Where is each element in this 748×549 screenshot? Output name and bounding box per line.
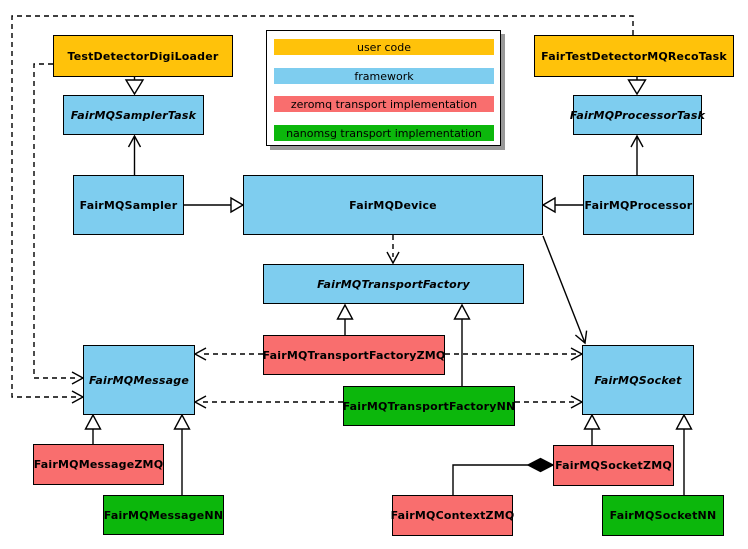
class-box-fairmqsocketnn: FairMQSocketNN	[602, 495, 724, 536]
legend-label-zeromq: zeromq transport implementation	[290, 97, 478, 111]
inheritance-edge-sampler-to-device	[184, 196, 245, 214]
class-label-fairmqsocket: FairMQSocket	[594, 373, 682, 387]
association-edge-sampler-to-samplertask	[127, 134, 142, 175]
class-box-fairmqtransportfactoryzmq: FairMQTransportFactoryZMQ	[263, 335, 445, 375]
class-box-fairmqmessagezmq: FairMQMessageZMQ	[33, 444, 164, 485]
dependency-edge-factoryzmq-to-socket	[445, 347, 584, 361]
class-label-fairmqdevice: FairMQDevice	[349, 198, 437, 212]
class-label-fairmqtransportfactory: FairMQTransportFactory	[317, 277, 470, 291]
dependency-edge-factorynn-to-message	[193, 395, 343, 409]
class-label-fairmqsamplertask: FairMQSamplerTask	[70, 108, 197, 122]
class-box-fairmqsocketzmq: FairMQSocketZMQ	[553, 445, 674, 486]
legend-label-framework: framework	[354, 69, 414, 83]
inheritance-edge-messagezmq-to-message	[84, 413, 102, 444]
dependency-edge-device-to-transportfactory	[386, 235, 400, 265]
class-label-fairmqsocketzmq: FairMQSocketZMQ	[555, 459, 672, 472]
legend-item-user-code: user code	[274, 39, 494, 55]
dependency-edge-factoryzmq-to-message	[193, 347, 263, 361]
legend-item-framework: framework	[274, 68, 494, 84]
class-label-fairmqtransportfactorynn: FairMQTransportFactoryNN	[342, 399, 516, 413]
inheritance-edge-digiloader-to-samplertask	[124, 77, 145, 96]
inheritance-edge-recotask-to-processortask	[627, 77, 647, 96]
class-label-fairmqsampler: FairMQSampler	[79, 198, 178, 212]
class-box-fairmqmessagenn: FairMQMessageNN	[103, 495, 224, 535]
inheritance-edge-factorynn-to-factory	[453, 303, 471, 386]
association-edge-device-to-socket	[542, 235, 588, 345]
association-edge-processor-to-processortask	[630, 134, 644, 175]
class-box-fairmqsampler: FairMQSampler	[73, 175, 184, 235]
class-box-fairmqmessage: FairMQMessage	[83, 345, 195, 415]
legend-item-nanomsg: nanomsg transport implementation	[274, 125, 494, 141]
class-box-fairtestdetectormqrecotask: FairTestDetectorMQRecoTask	[534, 35, 734, 77]
composition-edge-socketzmq-to-contextzmq	[452, 457, 555, 495]
class-label-fairmqprocessortask: FairMQProcessorTask	[569, 108, 706, 122]
class-box-testdetectordigiloader: TestDetectorDigiLoader	[53, 35, 233, 77]
legend-box: user code framework zeromq transport imp…	[266, 30, 501, 146]
class-box-fairmqtransportfactorynn: FairMQTransportFactoryNN	[343, 386, 515, 426]
class-box-fairmqprocessortask: FairMQProcessorTask	[569, 95, 706, 135]
class-label-fairtestdetectormqrecotask: FairTestDetectorMQRecoTask	[541, 49, 727, 63]
class-box-fairmqcontextzmq: FairMQContextZMQ	[390, 495, 515, 536]
class-label-fairmqtransportfactoryzmq: FairMQTransportFactoryZMQ	[262, 348, 446, 362]
inheritance-edge-factoryzmq-to-factory	[336, 303, 354, 335]
class-box-fairmqtransportfactory: FairMQTransportFactory	[263, 264, 524, 304]
class-label-fairmqmessagezmq: FairMQMessageZMQ	[33, 458, 164, 471]
class-label-fairmqprocessor: FairMQProcessor	[584, 198, 693, 212]
inheritance-edge-processor-to-device	[541, 196, 583, 214]
class-label-fairmqmessagenn: FairMQMessageNN	[103, 508, 224, 522]
class-label-fairmqsocketnn: FairMQSocketNN	[609, 509, 717, 522]
class-box-fairmqsocket: FairMQSocket	[582, 345, 694, 415]
inheritance-edge-socketnn-to-socket	[675, 413, 693, 495]
class-label-testdetectordigiloader: TestDetectorDigiLoader	[67, 49, 219, 63]
inheritance-edge-messagenn-to-message	[173, 413, 191, 495]
class-box-fairmqprocessor: FairMQProcessor	[583, 175, 694, 235]
inheritance-edge-socketzmq-to-socket	[583, 413, 601, 445]
legend-label-user-code: user code	[356, 40, 412, 54]
legend-item-zeromq: zeromq transport implementation	[274, 96, 494, 112]
class-label-fairmqmessage: FairMQMessage	[88, 373, 190, 387]
dependency-edge-factorynn-to-socket	[515, 395, 584, 409]
class-label-fairmqcontextzmq: FairMQContextZMQ	[390, 509, 515, 522]
class-box-fairmqdevice: FairMQDevice	[243, 175, 543, 235]
legend-label-nanomsg: nanomsg transport implementation	[286, 126, 482, 140]
class-box-fairmqsamplertask: FairMQSamplerTask	[63, 95, 204, 135]
